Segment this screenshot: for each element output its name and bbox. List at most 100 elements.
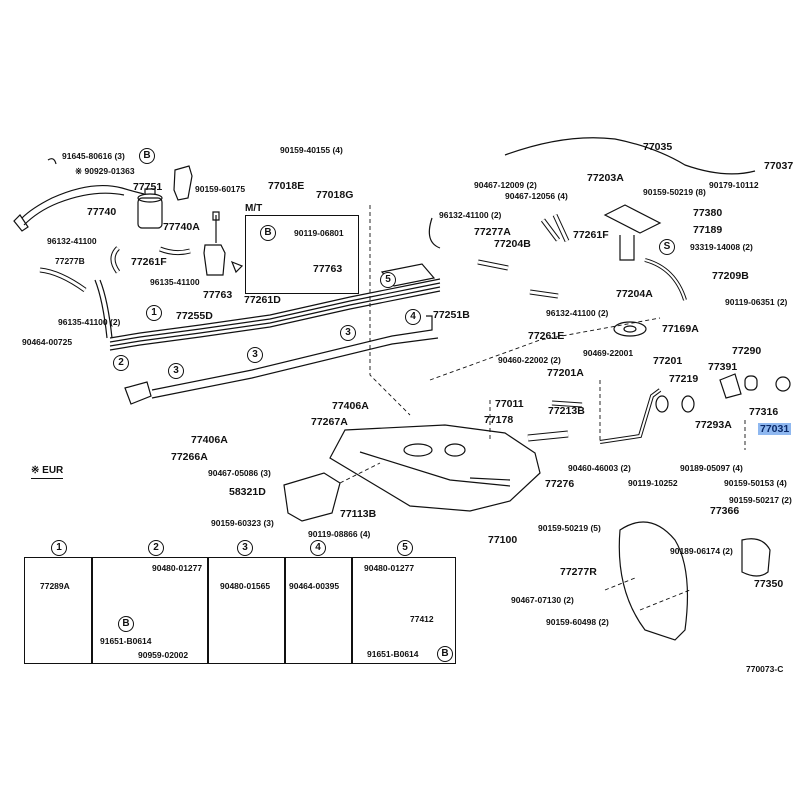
part-label[interactable]: 77277R xyxy=(560,566,597,578)
part-label[interactable]: 90159-40155 (4) xyxy=(280,145,343,155)
callout-5-header: 5 xyxy=(397,540,413,556)
part-label[interactable]: 77169A xyxy=(662,323,699,335)
part-label[interactable]: 77261F xyxy=(131,256,167,268)
part-label[interactable]: 90119-08866 (4) xyxy=(308,529,371,539)
part-label[interactable]: 77209B xyxy=(712,270,749,282)
detail-box-2 xyxy=(91,557,209,664)
part-label[interactable]: 77406A xyxy=(191,434,228,446)
part-label[interactable]: 96135-41100 xyxy=(150,277,200,287)
part-label[interactable]: 77035 xyxy=(643,141,673,153)
part-label[interactable]: 77261F xyxy=(573,229,609,241)
part-label[interactable]: 77740A xyxy=(163,221,200,233)
part-label[interactable]: 77100 xyxy=(488,534,518,546)
part-label[interactable]: 90467-12009 (2) xyxy=(474,180,537,190)
part-label[interactable]: 77289A xyxy=(40,581,70,591)
part-label[interactable]: 58321D xyxy=(229,486,266,498)
part-label[interactable]: 90119-10252 xyxy=(628,478,678,488)
part-label[interactable]: 90159-60323 (3) xyxy=(211,518,274,528)
part-label[interactable]: 77261D xyxy=(244,294,281,306)
part-label[interactable]: 77203A xyxy=(587,172,624,184)
part-label[interactable]: 90480-01565 xyxy=(220,581,271,591)
part-label[interactable]: 91651-B0614 xyxy=(367,649,419,659)
part-label[interactable]: 77290 xyxy=(732,345,762,357)
part-label[interactable]: 77113B xyxy=(340,508,377,520)
part-label[interactable]: 77201A xyxy=(547,367,584,379)
part-label[interactable]: 90460-22002 (2) xyxy=(498,355,561,365)
part-label[interactable]: 90119-06351 (2) xyxy=(725,297,788,307)
part-label[interactable]: 77276 xyxy=(545,478,575,490)
part-label[interactable]: 77255D xyxy=(176,310,213,322)
part-label[interactable]: 77277A xyxy=(474,226,511,238)
part-label[interactable]: 77366 xyxy=(710,505,740,517)
part-label[interactable]: 77018E xyxy=(268,180,305,192)
part-label[interactable]: 77178 xyxy=(484,414,514,426)
part-label[interactable]: 77293A xyxy=(695,419,732,431)
part-label[interactable]: 91645-80616 (3) xyxy=(62,151,125,161)
part-label[interactable]: 96135-41100 (2) xyxy=(58,317,121,327)
mt-variant-box xyxy=(245,215,359,294)
callout-b: B xyxy=(139,148,155,164)
part-label[interactable]: 77213B xyxy=(548,405,585,417)
part-label[interactable]: 77380 xyxy=(693,207,723,219)
part-label[interactable]: 90480-01277 xyxy=(152,563,203,573)
detail-box-5 xyxy=(351,557,456,664)
part-label[interactable]: 90119-06801 xyxy=(294,228,344,238)
part-label[interactable]: 90959-02002 xyxy=(138,650,189,660)
part-label[interactable]: 77763 xyxy=(203,289,233,301)
part-label[interactable]: 90159-50153 (4) xyxy=(724,478,787,488)
part-label[interactable]: 96132-41100 xyxy=(47,236,97,246)
part-label[interactable]: 90189-06174 (2) xyxy=(670,546,733,556)
part-label[interactable]: 90460-46003 (2) xyxy=(568,463,631,473)
part-label[interactable]: 90189-05097 (4) xyxy=(680,463,743,473)
filler-pipe-drawing xyxy=(527,373,791,444)
part-label[interactable]: 77204A xyxy=(616,288,653,300)
part-label[interactable]: 77751 xyxy=(133,181,163,193)
part-label[interactable]: 77316 xyxy=(749,406,779,418)
part-label[interactable]: 91651-B0614 xyxy=(100,636,152,646)
part-label[interactable]: 77391 xyxy=(708,361,738,373)
part-label[interactable]: 90469-22001 xyxy=(583,348,634,358)
part-label[interactable]: ※ 90929-01363 xyxy=(75,166,135,176)
part-label[interactable]: 77412 xyxy=(410,614,434,624)
part-label[interactable]: 90467-12056 (4) xyxy=(505,191,568,201)
callout-2: 2 xyxy=(113,355,129,371)
part-label[interactable]: 90159-50219 (5) xyxy=(538,523,601,533)
part-label[interactable]: 90467-07130 (2) xyxy=(511,595,574,605)
part-label[interactable]: 77350 xyxy=(754,578,784,590)
part-label[interactable]: 90480-01277 xyxy=(364,563,415,573)
diagram-reference-code: 770073-C xyxy=(746,664,784,674)
part-label[interactable]: 77018G xyxy=(316,189,354,201)
part-label[interactable]: 77740 xyxy=(87,206,117,218)
part-label[interactable]: 77763 xyxy=(313,263,343,275)
part-label[interactable]: 77204B xyxy=(494,238,531,250)
part-label[interactable]: 77011 xyxy=(495,398,524,410)
part-label[interactable]: 93319-14008 (2) xyxy=(690,242,753,252)
part-label[interactable]: 77277B xyxy=(55,256,85,266)
part-label[interactable]: 90464-00395 xyxy=(289,581,340,591)
part-label[interactable]: 77189 xyxy=(693,224,723,236)
part-label[interactable]: 96132-41100 (2) xyxy=(546,308,609,318)
part-label[interactable]: 77261E xyxy=(528,330,565,342)
part-label[interactable]: 90464-00725 xyxy=(22,337,73,347)
part-label[interactable]: 90159-50219 (8) xyxy=(643,187,706,197)
part-label[interactable]: 90159-60175 xyxy=(195,184,246,194)
part-label-highlighted[interactable]: 77031 xyxy=(758,423,792,435)
part-label[interactable]: 96132-41100 (2) xyxy=(439,210,502,220)
bracket-77751-drawing xyxy=(173,165,193,201)
part-label[interactable]: 90179-10112 xyxy=(709,180,759,190)
mt-box-label: M/T xyxy=(245,203,263,214)
part-label[interactable]: 90467-05086 (3) xyxy=(208,468,271,478)
part-label[interactable]: 77406A xyxy=(332,400,369,412)
part-label[interactable]: 77201 xyxy=(653,355,683,367)
lid-77350-drawing xyxy=(741,538,771,577)
part-label[interactable]: 90159-50217 (2) xyxy=(729,495,792,505)
part-label[interactable]: 90159-60498 (2) xyxy=(546,617,609,627)
part-label[interactable]: 77037 xyxy=(764,160,794,172)
detail-box-3 xyxy=(207,557,286,664)
part-label[interactable]: 77219 xyxy=(669,373,699,385)
part-label[interactable]: 77266A xyxy=(171,451,208,463)
part-label[interactable]: 77251B xyxy=(433,309,470,321)
part-label[interactable]: 77267A xyxy=(311,416,348,428)
callout-3-header: 3 xyxy=(237,540,253,556)
